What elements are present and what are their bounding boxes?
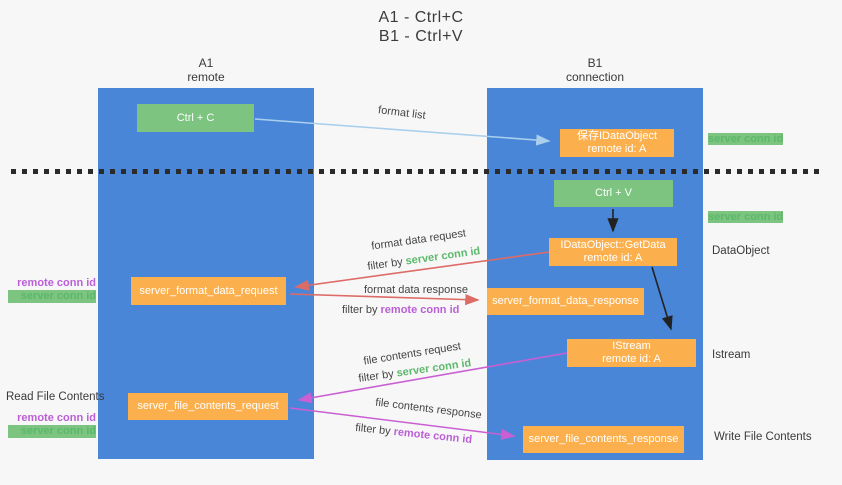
arrow-format-data-response <box>289 293 480 306</box>
left-conn-id-pair-top: remote conn id server conn id <box>8 277 96 303</box>
lane-left-subtitle: remote <box>187 70 225 84</box>
write-file-contents-label: Write File Contents <box>714 431 812 443</box>
read-file-contents-label: Read File Contents <box>6 391 105 403</box>
arrow-file-contents-response <box>289 407 516 440</box>
node-ctrl-c-label: Ctrl + C <box>176 111 215 124</box>
lane-header-right: B1 connection <box>487 56 703 84</box>
node-istream-line1: IStream <box>612 340 651 352</box>
arrow-format-data-request <box>294 251 550 291</box>
node-istream-line2: remote id: A <box>602 353 661 365</box>
node-save-idataobject: 保存IDataObject remote id: A <box>560 129 674 157</box>
node-idataobject-getdata-line1: IDataObject::GetData <box>560 239 666 251</box>
left-remote-conn-id-bottom: remote conn id <box>17 412 96 424</box>
arrow-file-contents-request <box>297 352 568 404</box>
node-server-format-data-response: server_format_data_response <box>487 288 644 315</box>
arrow-getdata-to-istream <box>651 266 673 331</box>
left-remote-conn-id-top: remote conn id <box>17 277 96 289</box>
istream-label: Istream <box>712 349 751 361</box>
node-server-format-data-request: server_format_data_request <box>131 277 286 305</box>
node-idataobject-getdata-line2: remote id: A <box>583 252 643 264</box>
node-ctrl-c: Ctrl + C <box>137 104 254 132</box>
session-divider-dotted-line <box>11 169 824 174</box>
node-idataobject-getdata: IDataObject::GetData remote id: A <box>549 238 677 266</box>
edge-label-filter-by-remote-conn-id-1: filter by remote conn id <box>342 304 460 316</box>
lane-right-name: B1 <box>587 56 603 70</box>
node-save-idataobject-line1: 保存IDataObject <box>576 130 658 142</box>
node-server-file-contents-request: server_file_contents_request <box>128 393 288 420</box>
left-conn-id-pair-bottom: remote conn id server conn id <box>8 412 96 438</box>
node-server-format-data-request-label: server_format_data_request <box>139 284 278 297</box>
node-server-file-contents-response: server_file_contents_response <box>523 426 684 453</box>
lane-left-name: A1 <box>198 56 214 70</box>
right-server-conn-id-mid: server conn id <box>708 211 784 223</box>
edge-label-format-data-response: format data response <box>364 284 468 296</box>
left-server-conn-id-bottom: server conn id <box>8 425 96 438</box>
node-server-file-contents-request-label: server_file_contents_request <box>137 400 279 412</box>
node-save-idataobject-line2: remote id: A <box>587 143 647 155</box>
title-line-a1: A1 - Ctrl+C <box>378 9 464 26</box>
diagram-title: A1 - Ctrl+C B1 - Ctrl+V <box>321 8 521 46</box>
node-istream: IStream remote id: A <box>567 339 696 367</box>
arrow-format-list <box>254 118 551 146</box>
dataobject-label: DataObject <box>712 245 770 257</box>
lane-header-left: A1 remote <box>98 56 314 84</box>
lane-right-subtitle: connection <box>565 70 625 84</box>
left-server-conn-id-top: server conn id <box>8 290 96 303</box>
right-server-conn-id-top: server conn id <box>708 133 784 145</box>
node-server-file-contents-response-label: server_file_contents_response <box>528 433 679 445</box>
node-ctrl-v-label: Ctrl + V <box>595 187 632 199</box>
node-server-format-data-response-label: server_format_data_response <box>492 295 639 307</box>
title-line-b1: B1 - Ctrl+V <box>378 28 464 45</box>
node-ctrl-v: Ctrl + V <box>554 180 673 207</box>
